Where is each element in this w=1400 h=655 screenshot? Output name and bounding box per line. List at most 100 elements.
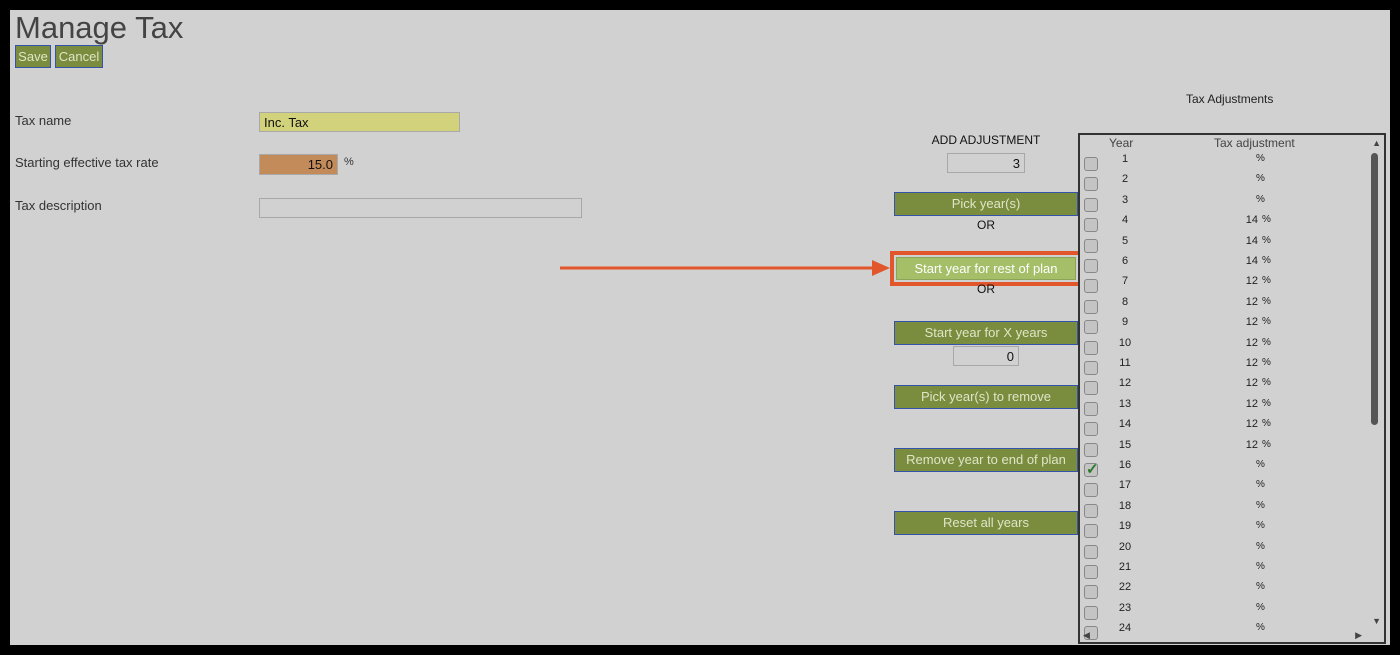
percent-unit: % xyxy=(1262,397,1271,409)
save-button[interactable]: Save xyxy=(15,45,51,68)
scroll-up-icon[interactable]: ▲ xyxy=(1372,138,1381,148)
percent-unit: % xyxy=(1256,520,1265,532)
description-input[interactable] xyxy=(259,198,582,218)
start-year-rest-of-plan-button[interactable]: Start year for rest of plan xyxy=(896,257,1076,280)
pick-years-remove-button[interactable]: Pick year(s) to remove xyxy=(894,385,1078,409)
page-title: Manage Tax xyxy=(15,10,184,45)
row-checkbox[interactable]: ✓ xyxy=(1084,461,1099,478)
or-label: OR xyxy=(977,282,995,296)
percent-unit: % xyxy=(1262,357,1271,368)
reset-all-years-button[interactable]: Reset all years xyxy=(894,511,1078,535)
row-checkbox[interactable] xyxy=(1084,381,1098,396)
adjustment-value[interactable]: 12 xyxy=(1245,377,1258,390)
table-row: 18 % xyxy=(1080,500,1370,521)
table-row: 17 % xyxy=(1080,479,1370,500)
percent-unit: % xyxy=(1262,275,1271,287)
percent-unit: % xyxy=(1262,438,1271,450)
scroll-right-icon[interactable]: ▶ xyxy=(1355,630,1362,640)
table-row: 8 12 % xyxy=(1080,295,1370,317)
adjustment-value[interactable]: 14 xyxy=(1245,255,1258,267)
row-checkbox[interactable] xyxy=(1084,320,1098,335)
row-checkbox[interactable] xyxy=(1084,544,1098,559)
percent-unit: % xyxy=(1256,459,1265,470)
adjustment-value[interactable]: 12 xyxy=(1245,295,1258,308)
cancel-button[interactable]: Cancel xyxy=(55,45,103,68)
rate-unit: % xyxy=(344,156,354,168)
row-checkbox[interactable] xyxy=(1084,157,1098,171)
row-checkbox[interactable] xyxy=(1084,422,1098,437)
adjustment-value[interactable]: 14 xyxy=(1245,234,1258,247)
add-adjustment-heading: ADD ADJUSTMENT xyxy=(931,133,1041,147)
percent-unit: % xyxy=(1256,193,1265,205)
row-checkbox[interactable] xyxy=(1084,259,1098,273)
remove-year-end-button[interactable]: Remove year to end of plan xyxy=(894,448,1078,472)
year-cell: 13 xyxy=(1118,397,1132,410)
manage-tax-page: Manage Tax Save Cancel Tax name Inc. Tax… xyxy=(10,10,1390,645)
adjustment-value[interactable]: 12 xyxy=(1245,336,1258,349)
adjustment-value[interactable]: 12 xyxy=(1245,397,1258,410)
percent-unit: % xyxy=(1256,479,1265,491)
year-cell: 7 xyxy=(1121,275,1129,288)
table-row: 4 14 % xyxy=(1080,214,1370,235)
pick-years-button[interactable]: Pick year(s) xyxy=(894,192,1078,216)
adjustment-value[interactable]: 12 xyxy=(1245,357,1258,369)
start-year-x-years-button[interactable]: Start year for X years xyxy=(894,321,1078,345)
x-years-input[interactable]: 0 xyxy=(953,346,1019,366)
row-checkbox[interactable] xyxy=(1084,218,1098,233)
table-row: 9 12 % xyxy=(1080,316,1370,337)
tax-adjustments-table: Year Tax adjustment 1 % 2 % 3 % 4 14 % 5… xyxy=(1078,133,1386,644)
adjustment-value[interactable]: 12 xyxy=(1245,316,1258,329)
row-checkbox[interactable] xyxy=(1084,626,1098,641)
adjustment-header: Tax adjustment xyxy=(1214,136,1295,150)
row-checkbox[interactable] xyxy=(1084,177,1098,192)
year-cell: 8 xyxy=(1121,295,1129,308)
scroll-down-icon[interactable]: ▼ xyxy=(1372,616,1381,626)
percent-unit: % xyxy=(1256,622,1265,634)
percent-unit: % xyxy=(1256,173,1265,185)
adjustment-value[interactable]: 12 xyxy=(1245,418,1258,431)
table-row: 6 14 % xyxy=(1080,255,1370,276)
table-row: 13 12 % xyxy=(1080,397,1370,419)
table-row: 22 % xyxy=(1080,581,1370,602)
percent-unit: % xyxy=(1262,377,1271,389)
table-row: 12 12 % xyxy=(1080,377,1370,398)
row-checkbox[interactable] xyxy=(1084,279,1098,294)
row-checkbox[interactable] xyxy=(1084,238,1098,253)
row-checkbox[interactable] xyxy=(1084,197,1098,212)
year-cell: 3 xyxy=(1121,193,1129,206)
row-checkbox[interactable] xyxy=(1084,585,1098,600)
tax-name-label: Tax name xyxy=(15,113,72,128)
year-cell: 6 xyxy=(1121,255,1129,267)
row-checkbox[interactable] xyxy=(1084,442,1098,457)
year-cell: 5 xyxy=(1121,234,1129,247)
adjustment-value[interactable]: 12 xyxy=(1245,275,1258,288)
description-label: Tax description xyxy=(15,198,102,213)
vertical-scrollbar[interactable] xyxy=(1371,153,1378,425)
percent-unit: % xyxy=(1256,540,1265,552)
table-row: 23 % xyxy=(1080,602,1370,623)
row-checkbox[interactable] xyxy=(1084,361,1098,375)
rate-input[interactable]: 15.0 xyxy=(259,154,338,175)
percent-unit: % xyxy=(1262,316,1271,328)
row-checkbox[interactable] xyxy=(1084,401,1098,416)
row-checkbox[interactable] xyxy=(1084,565,1098,579)
row-checkbox[interactable] xyxy=(1084,524,1098,539)
row-checkbox[interactable] xyxy=(1084,483,1098,498)
checkmark-icon: ✓ xyxy=(1086,461,1099,478)
row-checkbox[interactable] xyxy=(1084,299,1098,314)
adjustment-value[interactable]: 12 xyxy=(1245,438,1258,451)
row-checkbox[interactable] xyxy=(1084,340,1098,355)
row-checkbox[interactable] xyxy=(1084,503,1098,518)
rate-label: Starting effective tax rate xyxy=(15,155,159,170)
tax-adjustments-title: Tax Adjustments xyxy=(1186,92,1274,106)
year-cell: 19 xyxy=(1118,520,1132,533)
tax-name-input[interactable]: Inc. Tax xyxy=(259,112,460,132)
row-checkbox[interactable] xyxy=(1084,605,1098,620)
year-cell: 11 xyxy=(1119,357,1131,369)
year-cell: 17 xyxy=(1118,479,1132,492)
adjustment-value[interactable]: 14 xyxy=(1245,214,1258,227)
percent-unit: % xyxy=(1256,581,1265,593)
scroll-left-icon[interactable]: ◀ xyxy=(1083,630,1090,640)
year-cell: 21 xyxy=(1118,561,1132,573)
adjustment-amount-input[interactable]: 3 xyxy=(947,153,1025,173)
